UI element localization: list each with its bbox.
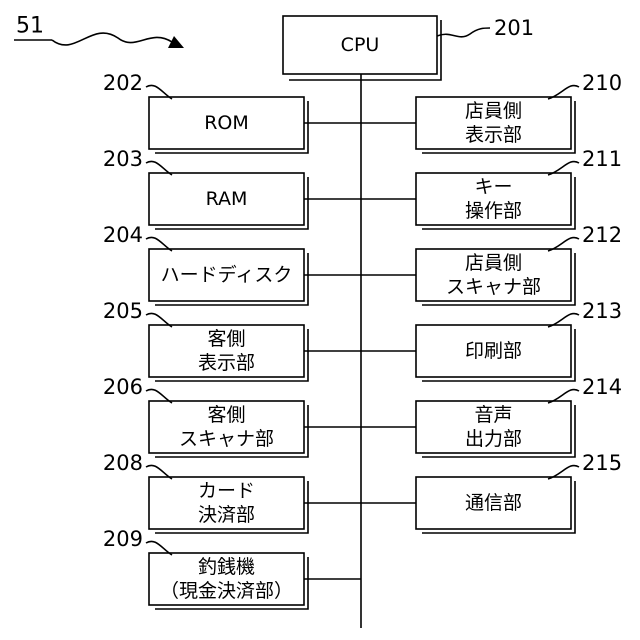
ref-209: 209: [103, 527, 143, 551]
block-206-label-line-2: スキャナ部: [179, 428, 274, 450]
figure-ref-wavy-arrow: [52, 33, 172, 45]
ref-213: 213: [582, 299, 622, 323]
block-212: 店員側スキャナ部: [416, 249, 575, 305]
block-210-label-line-2: 表示部: [465, 124, 522, 146]
block-204-label-line-1: ハードディスク: [161, 264, 293, 286]
block-209-label-line-1: 釣銭機: [198, 556, 255, 578]
block-203-label-line-1: RAM: [206, 188, 248, 210]
block-212-label-line-2: スキャナ部: [446, 276, 541, 298]
figure-ref-label: 51: [16, 14, 44, 39]
block-209-label-line-2: （現金決済部）: [160, 580, 293, 602]
cpu-label: CPU: [341, 34, 380, 56]
block-210-label-line-1: 店員側: [465, 100, 522, 122]
cpu-ref: 201: [494, 16, 534, 40]
block-215: 通信部: [416, 477, 575, 533]
block-214: 音声出力部: [416, 401, 575, 457]
block-205-label-line-2: 表示部: [198, 352, 255, 374]
block-208-label-line-2: 決済部: [198, 504, 255, 526]
block-213-label-line-1: 印刷部: [465, 340, 522, 362]
ref-206: 206: [103, 375, 143, 399]
ref-208: 208: [103, 451, 143, 475]
block-204: ハードディスク: [149, 249, 308, 305]
block-209: 釣銭機（現金決済部）: [149, 553, 308, 609]
block-208-label-line-1: カード: [198, 480, 255, 502]
block-203: RAM: [149, 173, 308, 229]
block-215-label-line-1: 通信部: [465, 492, 522, 514]
block-211-label-line-1: キー: [474, 176, 512, 198]
ref-210: 210: [582, 71, 622, 95]
ref-202: 202: [103, 71, 143, 95]
ref-204: 204: [103, 223, 143, 247]
block-210: 店員側表示部: [416, 97, 575, 153]
ref-203: 203: [103, 147, 143, 171]
ref-211: 211: [582, 147, 622, 171]
block-212-label-line-1: 店員側: [465, 252, 522, 274]
block-206-label-line-1: 客側: [207, 404, 245, 426]
block-205: 客側表示部: [149, 325, 308, 381]
cpu-block: CPU: [283, 16, 441, 80]
block-205-label-line-1: 客側: [207, 328, 245, 350]
block-208: カード決済部: [149, 477, 308, 533]
ref-205: 205: [103, 299, 143, 323]
right-blocks: 店員側表示部210キー操作部211店員側スキャナ部212印刷部213音声出力部2…: [361, 71, 622, 533]
block-213: 印刷部: [416, 325, 575, 381]
block-214-label-line-1: 音声: [474, 404, 512, 426]
ref-214: 214: [582, 375, 622, 399]
figure-ref-arrowhead: [168, 36, 184, 48]
block-211: キー操作部: [416, 173, 575, 229]
block-214-label-line-2: 出力部: [465, 428, 522, 450]
ref-212: 212: [582, 223, 622, 247]
block-206: 客側スキャナ部: [149, 401, 308, 457]
left-blocks: ROM202RAM203ハードディスク204客側表示部205客側スキャナ部206…: [103, 71, 361, 609]
block-202-label-line-1: ROM: [204, 112, 249, 134]
cpu-ref-leader: [437, 28, 490, 37]
block-202: ROM: [149, 97, 308, 153]
block-211-label-line-2: 操作部: [465, 200, 522, 222]
ref-215: 215: [582, 451, 622, 475]
